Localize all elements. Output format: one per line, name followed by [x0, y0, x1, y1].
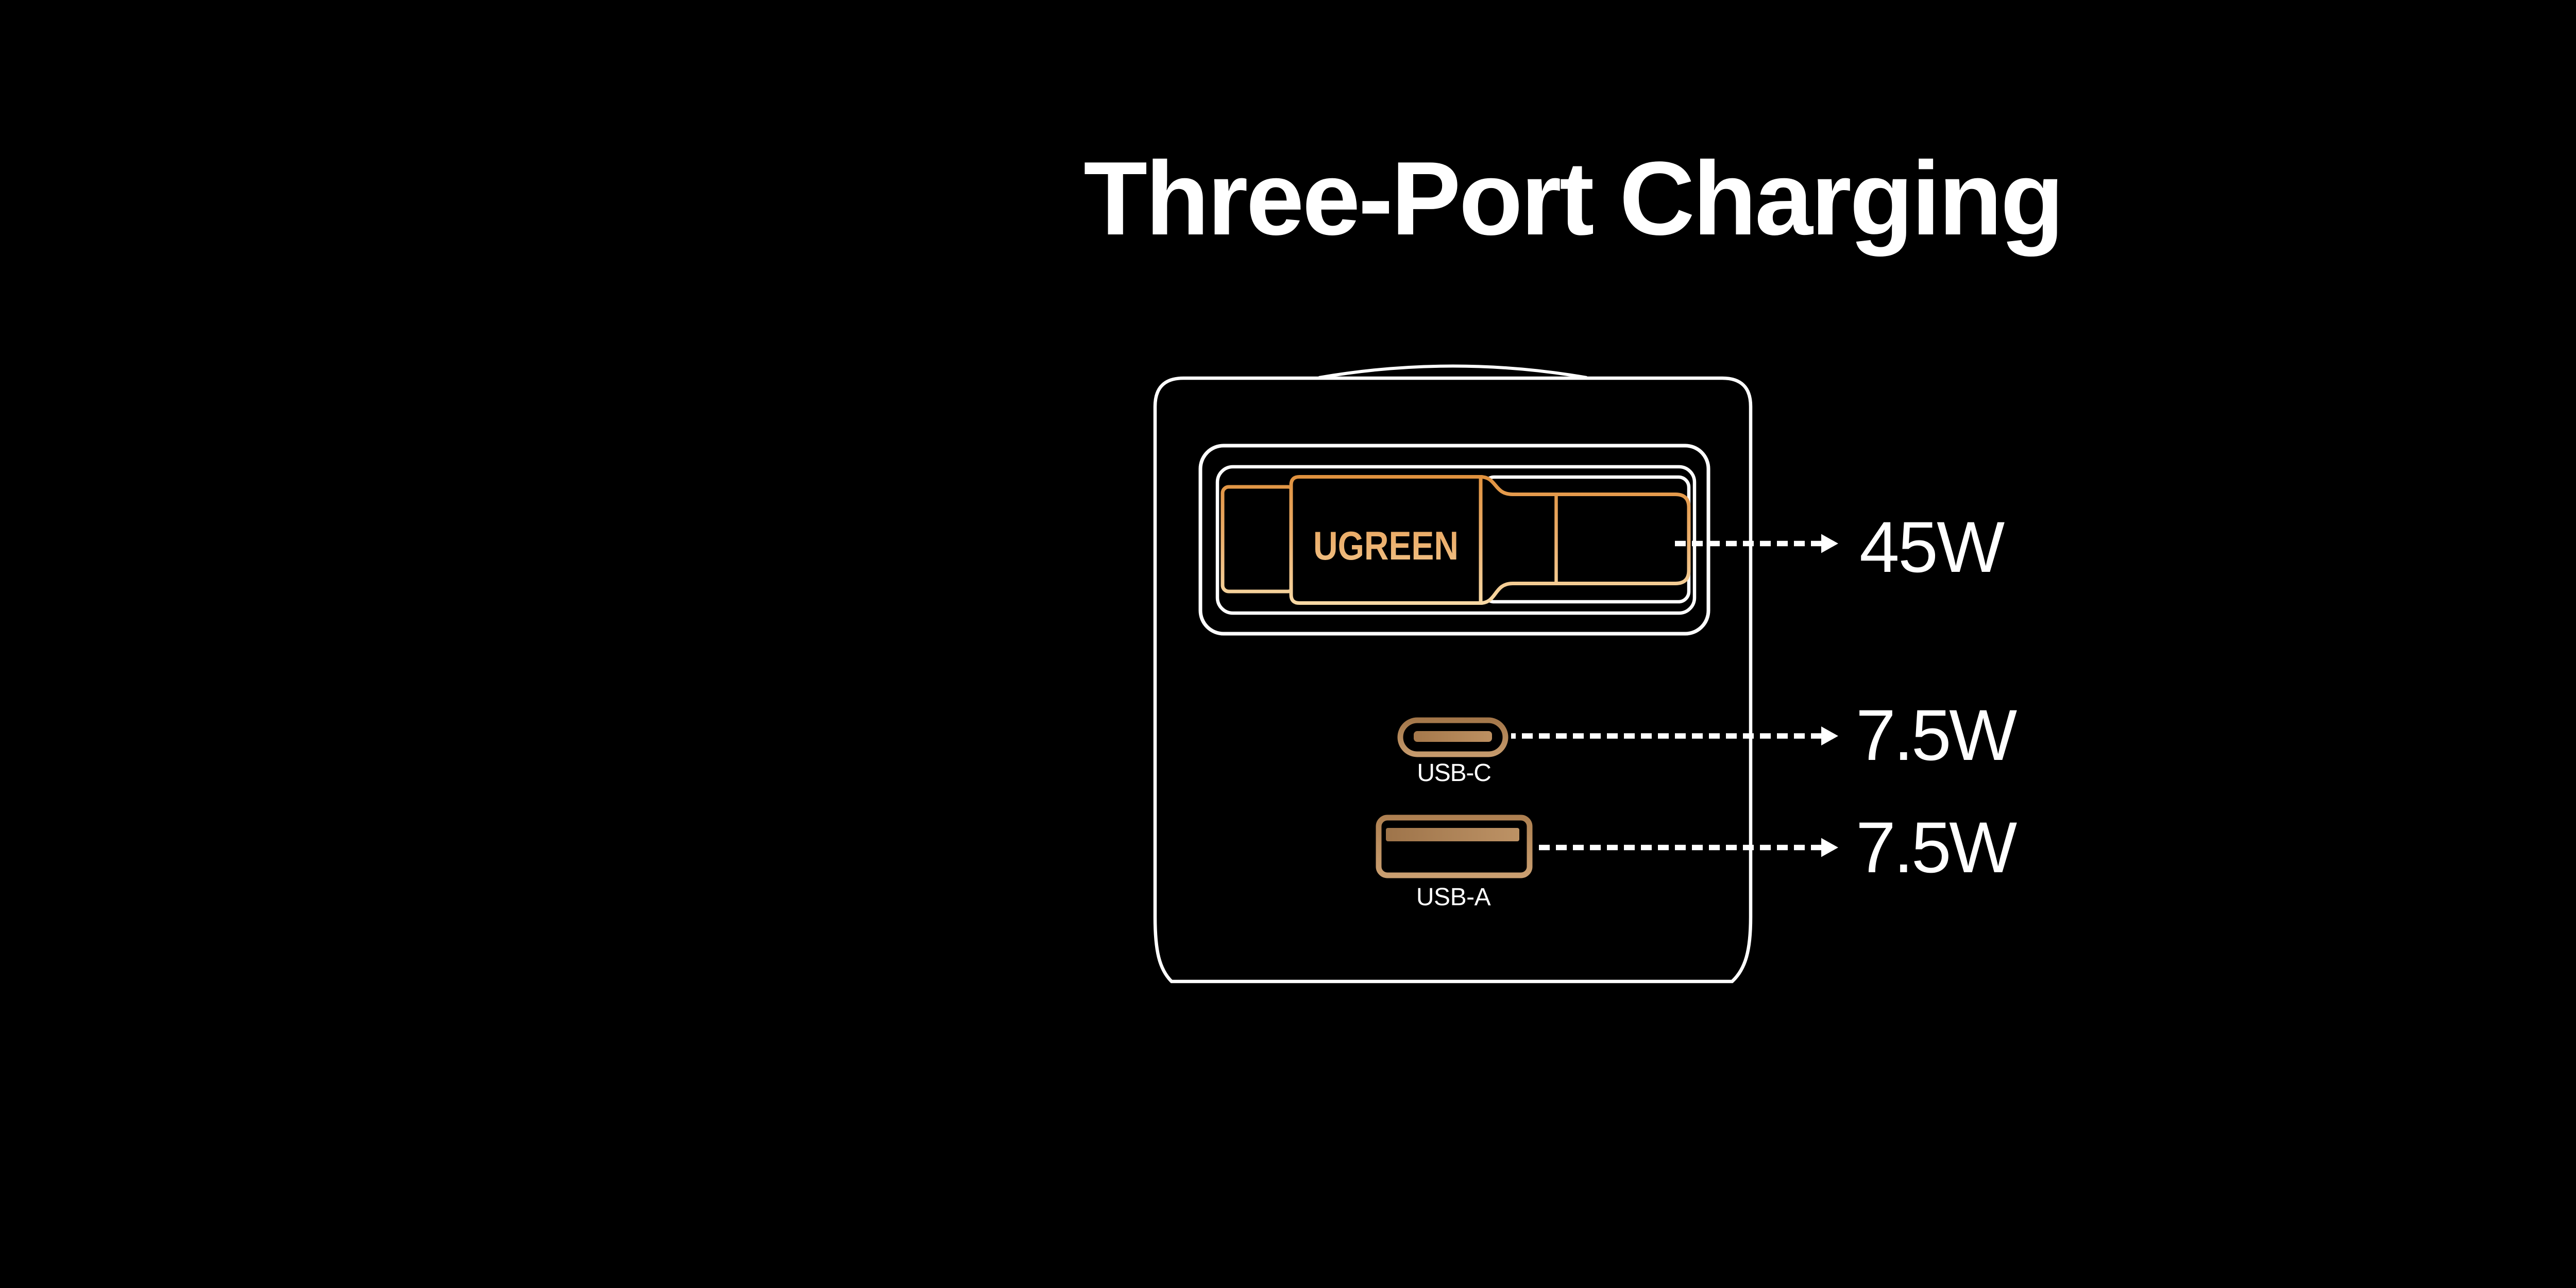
svg-text:7.5W: 7.5W [1856, 694, 2017, 775]
svg-text:USB-A: USB-A [1416, 884, 1491, 911]
svg-text:UGREEN: UGREEN [1313, 523, 1459, 568]
svg-text:Three-Port Charging: Three-Port Charging [1083, 140, 2062, 257]
svg-text:45W: 45W [1859, 506, 2005, 587]
svg-text:USB-C: USB-C [1417, 759, 1490, 787]
svg-text:7.5W: 7.5W [1856, 807, 2017, 888]
